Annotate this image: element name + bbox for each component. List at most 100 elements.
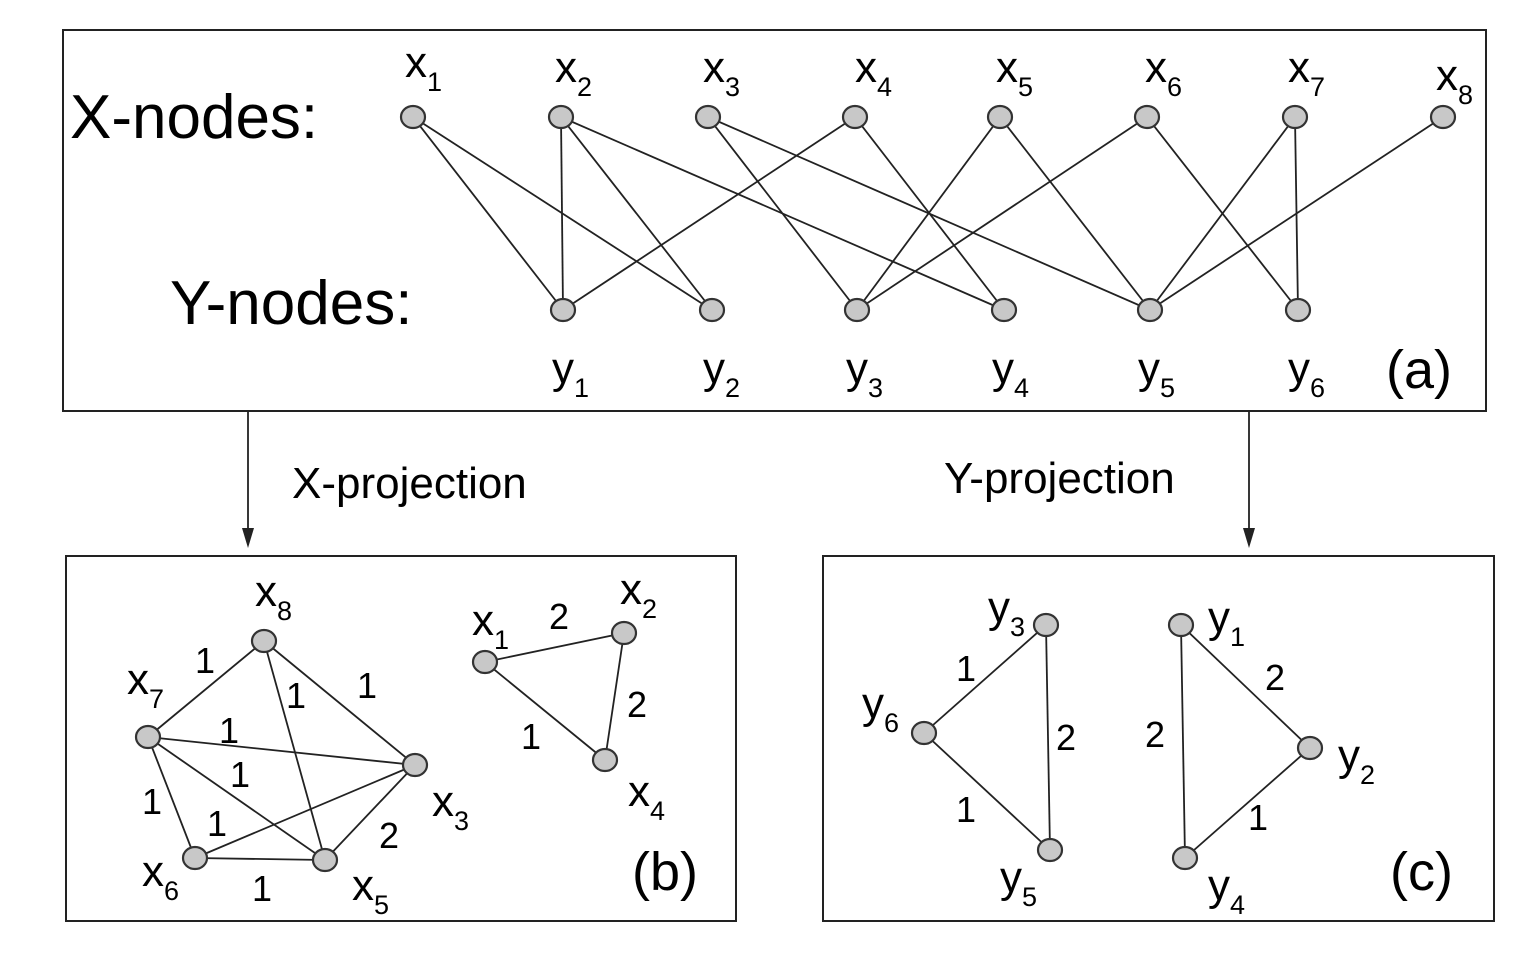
b-node-x5 <box>311 847 339 873</box>
node-label-a-x6: x6 <box>1145 43 1182 102</box>
b-edge-weight-x1-x4: 1 <box>521 716 541 757</box>
y-nodes-row-label: Y-nodes: <box>170 269 412 338</box>
b-node-label-x4: x4 <box>628 767 665 826</box>
b-edge-weight-x7-x3: 1 <box>219 710 239 751</box>
b-node-x1 <box>471 649 499 675</box>
b-edge-weight-x6-x5: 1 <box>252 868 272 909</box>
c-edge-y3-y5 <box>1045 624 1051 851</box>
b-edge-x8-x5 <box>263 640 326 861</box>
node-a-y1 <box>549 297 577 323</box>
node-label-a-y1: y1 <box>552 344 589 403</box>
c-edge-y1-y2 <box>1180 624 1311 749</box>
panel-a-label: (a) <box>1386 340 1452 400</box>
node-label-a-x4: x4 <box>855 43 892 102</box>
b-node-label-x1: x1 <box>472 596 509 655</box>
node-a-y4 <box>990 297 1018 323</box>
node-label-a-y2: y2 <box>703 344 740 403</box>
c-node-label-y6: y6 <box>862 679 899 738</box>
node-label-a-x3: x3 <box>703 43 740 102</box>
b-edge-x7-x3 <box>147 736 416 766</box>
c-node-label-y1: y1 <box>1208 593 1245 652</box>
c-edge-weight-y2-y4: 1 <box>1248 797 1268 838</box>
c-node-y5 <box>1036 837 1064 863</box>
b-edge-x7-x8 <box>147 640 265 738</box>
b-node-label-x7: x7 <box>127 655 164 714</box>
c-node-label-y2: y2 <box>1338 731 1375 790</box>
node-label-a-x1: x1 <box>405 38 442 97</box>
node-a-y6 <box>1284 297 1312 323</box>
c-edge-y6-y5 <box>923 732 1051 851</box>
edge-x4-y1 <box>562 116 856 311</box>
node-label-a-y6: y6 <box>1288 344 1325 403</box>
b-node-x6 <box>181 845 209 871</box>
c-edge-weight-y3-y6: 1 <box>956 648 976 689</box>
c-edge-y2-y4 <box>1184 747 1311 859</box>
b-node-label-x8: x8 <box>255 567 292 626</box>
b-edge-weight-x2-x4: 2 <box>627 684 647 725</box>
b-edge-x7-x6 <box>147 736 196 859</box>
b-edge-weight-x7-x5: 1 <box>230 754 250 795</box>
b-node-x8 <box>250 628 278 654</box>
c-edge-weight-y6-y5: 1 <box>956 789 976 830</box>
b-node-label-x5: x5 <box>352 861 389 920</box>
b-node-label-x6: x6 <box>142 847 179 906</box>
x-projection-arrowhead <box>242 528 254 548</box>
node-label-a-x2: x2 <box>555 43 592 102</box>
b-node-label-x2: x2 <box>620 565 657 624</box>
c-node-y4 <box>1171 845 1199 871</box>
node-label-a-x7: x7 <box>1288 43 1325 102</box>
edges-layer <box>147 116 1444 861</box>
node-label-a-x8: x8 <box>1436 51 1473 110</box>
node-a-x8 <box>1429 104 1457 130</box>
c-edge-weight-y1-y4: 2 <box>1145 714 1165 755</box>
c-node-label-y4: y4 <box>1208 861 1245 920</box>
edge-x7-y5 <box>1149 116 1296 311</box>
c-node-y3 <box>1032 612 1060 638</box>
node-a-y2 <box>698 297 726 323</box>
b-node-x7 <box>134 724 162 750</box>
edge-x1-y1 <box>412 116 564 311</box>
b-edge-weight-x7-x6: 1 <box>142 781 162 822</box>
c-edge-y3-y6 <box>923 624 1047 734</box>
node-label-a-x5: x5 <box>996 43 1033 102</box>
b-node-label-x3: x3 <box>432 777 469 836</box>
y-projection-label: Y-projection <box>944 454 1175 503</box>
c-edge-weight-y3-y5: 2 <box>1056 717 1076 758</box>
b-edge-x7-x5 <box>147 736 326 861</box>
nodes-layer <box>134 104 1457 873</box>
b-edge-x6-x3 <box>194 764 416 859</box>
b-edge-x2-x4 <box>604 632 625 761</box>
edge-x5-y5 <box>999 116 1151 311</box>
c-node-label-y3: y3 <box>988 583 1025 642</box>
node-labels-layer: x1 x2 x3 x4 x5 x6 x7 x8 y1 y2 y3 y4 y5 y6 x1 x2 x3 x4 x5 x6… <box>127 38 1473 920</box>
c-node-label-y5: y5 <box>1000 853 1037 912</box>
edge-x3-y3 <box>707 116 858 311</box>
b-edge-weight-x7-x8: 1 <box>195 640 215 681</box>
b-edge-x6-x5 <box>194 857 326 861</box>
x-nodes-row-label: X-nodes: <box>70 83 318 152</box>
edge-x2-y1 <box>560 116 564 311</box>
panel-b-frame <box>65 555 737 922</box>
b-node-x3 <box>401 752 429 778</box>
b-edge-x8-x3 <box>263 640 416 766</box>
b-edge-x1-x4 <box>484 661 606 761</box>
node-a-y5 <box>1136 297 1164 323</box>
panel-a-frame <box>62 29 1487 412</box>
edge-x2-y2 <box>560 116 713 311</box>
node-a-x7 <box>1281 104 1309 130</box>
b-edge-x1-x2 <box>484 632 625 663</box>
node-a-x6 <box>1133 104 1161 130</box>
b-edge-weight-x6-x3: 1 <box>207 803 227 844</box>
c-node-y6 <box>910 720 938 746</box>
node-a-x5 <box>986 104 1014 130</box>
node-a-x3 <box>694 104 722 130</box>
y-projection-arrowhead <box>1243 528 1255 548</box>
b-edge-x3-x5 <box>324 764 416 861</box>
b-node-x2 <box>610 620 638 646</box>
node-label-a-y4: y4 <box>992 344 1029 403</box>
node-a-x4 <box>841 104 869 130</box>
c-node-y2 <box>1296 735 1324 761</box>
edge-x6-y3 <box>856 116 1148 311</box>
